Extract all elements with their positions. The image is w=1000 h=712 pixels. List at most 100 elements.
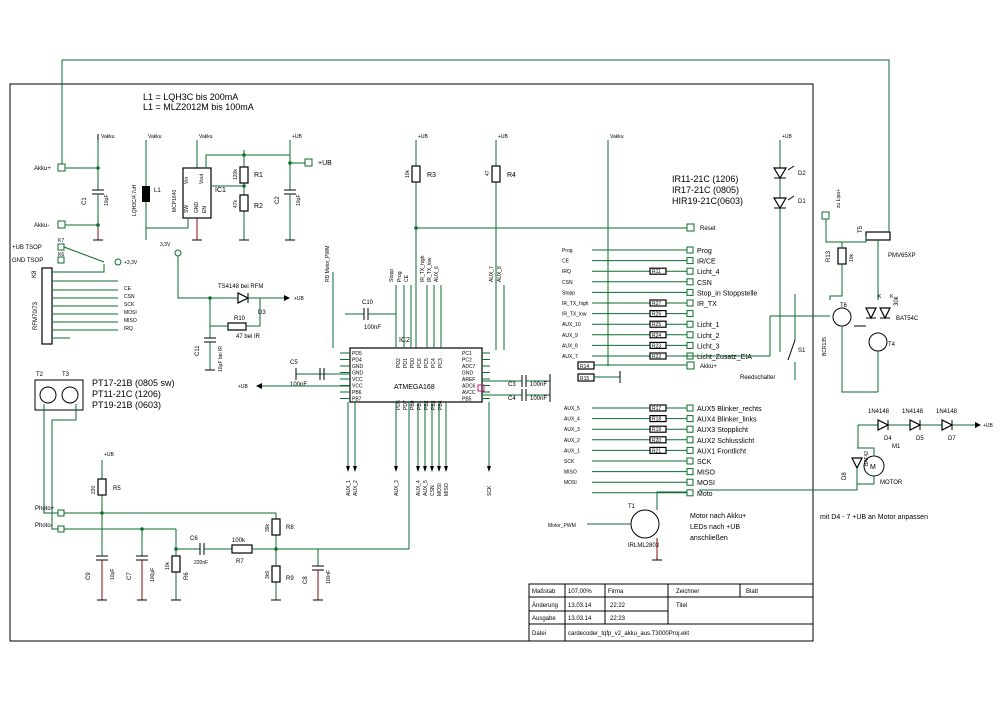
k6-pin bbox=[57, 256, 65, 264]
ic2-pin-left-3: GND bbox=[352, 371, 364, 377]
c6-value: 220nF bbox=[194, 560, 208, 566]
d3-symbol bbox=[237, 292, 250, 304]
k8-pin-ce: CE bbox=[124, 286, 132, 292]
ic2-pin-bottom-1: PD7 bbox=[403, 400, 409, 410]
ic2-bottom-label-3: AUX_4 bbox=[416, 480, 422, 496]
akku-plus-row-label: Akku+ bbox=[700, 364, 717, 370]
aux-row-res-1: R18 bbox=[652, 417, 661, 423]
l1-symbol bbox=[142, 186, 150, 202]
c3-name: C3 bbox=[508, 382, 516, 388]
r13-symbol bbox=[837, 247, 847, 265]
c10-value: 100nF bbox=[364, 325, 381, 331]
ic2-bottom-label-0: AUX_1 bbox=[346, 480, 352, 496]
aux-row-left-3: AUX_2 bbox=[564, 438, 580, 444]
r10-symbol bbox=[227, 322, 247, 331]
d5-type: 1N4148 bbox=[902, 409, 924, 415]
note-photo-1: PT17-21B (0805 sw) bbox=[92, 378, 175, 388]
k8-pin-csn: CSN bbox=[124, 294, 135, 300]
k7-name: K7 bbox=[58, 238, 64, 244]
ub-label-1: +UB bbox=[292, 134, 303, 140]
akku-plus-label: Akku+ bbox=[34, 166, 51, 172]
k8-pin-mosi: MOSI bbox=[124, 310, 137, 316]
ic2-pin-left-6: PB6 bbox=[352, 390, 362, 396]
ic2-pin-bottom-0: PD6 bbox=[396, 400, 402, 410]
r2-value: 47k bbox=[233, 199, 239, 208]
ic2-pin-top-1: PD1 bbox=[403, 358, 409, 368]
k8-value: RFM70/73 bbox=[33, 301, 39, 330]
ic2-pin-right-2: ADC7 bbox=[462, 364, 476, 370]
sheet-border bbox=[9, 83, 814, 642]
aux-row-right-3: AUX2 Schlusslicht bbox=[697, 438, 754, 445]
c11-note: 10µF bei IR bbox=[218, 346, 224, 372]
ic2-pin-left-7: PB7 bbox=[352, 397, 362, 403]
tb-firma-label: Firma bbox=[608, 589, 624, 595]
net-row-left-4: Stopp bbox=[562, 290, 575, 296]
d4-name: D4 bbox=[884, 436, 892, 442]
r15-name: R15 bbox=[580, 376, 589, 382]
r9-name: R9 bbox=[286, 576, 294, 582]
d2-symbol bbox=[772, 167, 788, 180]
ic2-value: ATMEGA168 bbox=[394, 384, 435, 391]
ic2-top-label-5: IR_TX_low bbox=[427, 257, 433, 282]
ic2-pin-right-7: PB5 bbox=[462, 397, 472, 403]
net-row-right-8: Licht_2 bbox=[697, 333, 720, 340]
t5-symbol bbox=[865, 231, 891, 241]
net-row-left-5: IR_TX_high bbox=[562, 301, 589, 307]
aux-row-res-3: R20 bbox=[652, 438, 661, 444]
r13-name: R13 bbox=[826, 250, 832, 262]
r7-name: R7 bbox=[236, 559, 244, 565]
photo-section: T2 T3 PT17-21B (0805 sw) PT11-21C (1206)… bbox=[34, 372, 410, 601]
t5-value: PMV65XP bbox=[888, 253, 916, 259]
r5-symbol bbox=[97, 478, 107, 496]
l1-value: LQH3C/4,7uH bbox=[132, 184, 138, 216]
motor-section: +UB 1N4148 1N4148 1N4148 D4 D5 D7 M M1 M… bbox=[699, 409, 994, 521]
t1-name: T1 bbox=[628, 504, 636, 510]
net-row-res-8: R24 bbox=[652, 333, 661, 339]
tb-aenderung-date: 13.03.14 bbox=[568, 603, 592, 609]
aux-row-res-2: R19 bbox=[652, 427, 661, 433]
ic2-top-label-2: Prog bbox=[397, 271, 403, 282]
zu-lipo-port bbox=[821, 211, 830, 220]
r6-value: 10k bbox=[165, 561, 171, 570]
ic2-pin-left-5: VCC bbox=[352, 384, 363, 390]
ic2-pin-bottom-6: PB4 bbox=[438, 400, 444, 410]
ic2-pin-left-1: PD4 bbox=[352, 358, 362, 364]
t1-value: IRLML2803 bbox=[628, 543, 660, 549]
ic2-pin-bottom-3: PB1 bbox=[417, 400, 423, 410]
r13-value: 10k bbox=[849, 253, 855, 262]
rfm-connector: +UB TSOP GND TSOP K7 K6 K8 RFM70/73 +3,3… bbox=[12, 238, 138, 345]
r2-symbol bbox=[239, 194, 249, 212]
ic2-pin-right-5: ADC6 bbox=[462, 384, 476, 390]
tb-zeichner-label: Zeichner bbox=[676, 589, 699, 595]
motor-note-3: anschließen bbox=[690, 535, 728, 542]
c9-value: 10µF bbox=[110, 569, 116, 581]
ic2-bottom-label-7: MISO bbox=[444, 483, 450, 496]
ub-tsop-label: +UB TSOP bbox=[12, 245, 42, 251]
c8-value: 100nF bbox=[326, 570, 332, 584]
ic1-value: MCP1640 bbox=[172, 190, 178, 212]
aux-row-right-4: AUX1 Frontlicht bbox=[697, 448, 746, 455]
t6-value: BCR135 bbox=[822, 337, 828, 356]
note-ir-3: HIR19-21C(0603) bbox=[672, 196, 743, 206]
ic2-pin-top-2: PD0 bbox=[410, 358, 416, 368]
aux-row-left-0: AUX_5 bbox=[564, 406, 580, 412]
akku-minus-port bbox=[57, 220, 66, 229]
tb-aenderung-label: Änderung bbox=[532, 602, 558, 609]
r10-note: 47 bei IR bbox=[236, 334, 261, 340]
ic2-top-label-3: CE bbox=[404, 274, 410, 282]
ic1-body bbox=[182, 167, 212, 219]
ub-motor-label: +UB bbox=[983, 423, 994, 429]
l1-name: L1 bbox=[154, 188, 161, 194]
r9-value: 3k9 bbox=[265, 571, 271, 579]
ub-label-r4: +UB bbox=[498, 134, 509, 140]
r5-name: R5 bbox=[113, 486, 121, 492]
power-section: Akku+ Akku- Vakku C1 10µF Vakku L1 LQH3C… bbox=[34, 134, 332, 241]
ic2-top-label-4: IR_TX_high bbox=[420, 255, 426, 282]
r4-symbol bbox=[491, 165, 501, 183]
v33-label: +3,3V bbox=[124, 260, 138, 266]
net-row-res-2: R11 bbox=[652, 269, 661, 275]
svg-text:GND: GND bbox=[194, 202, 200, 214]
svg-text:AUX_7: AUX_7 bbox=[489, 266, 495, 282]
